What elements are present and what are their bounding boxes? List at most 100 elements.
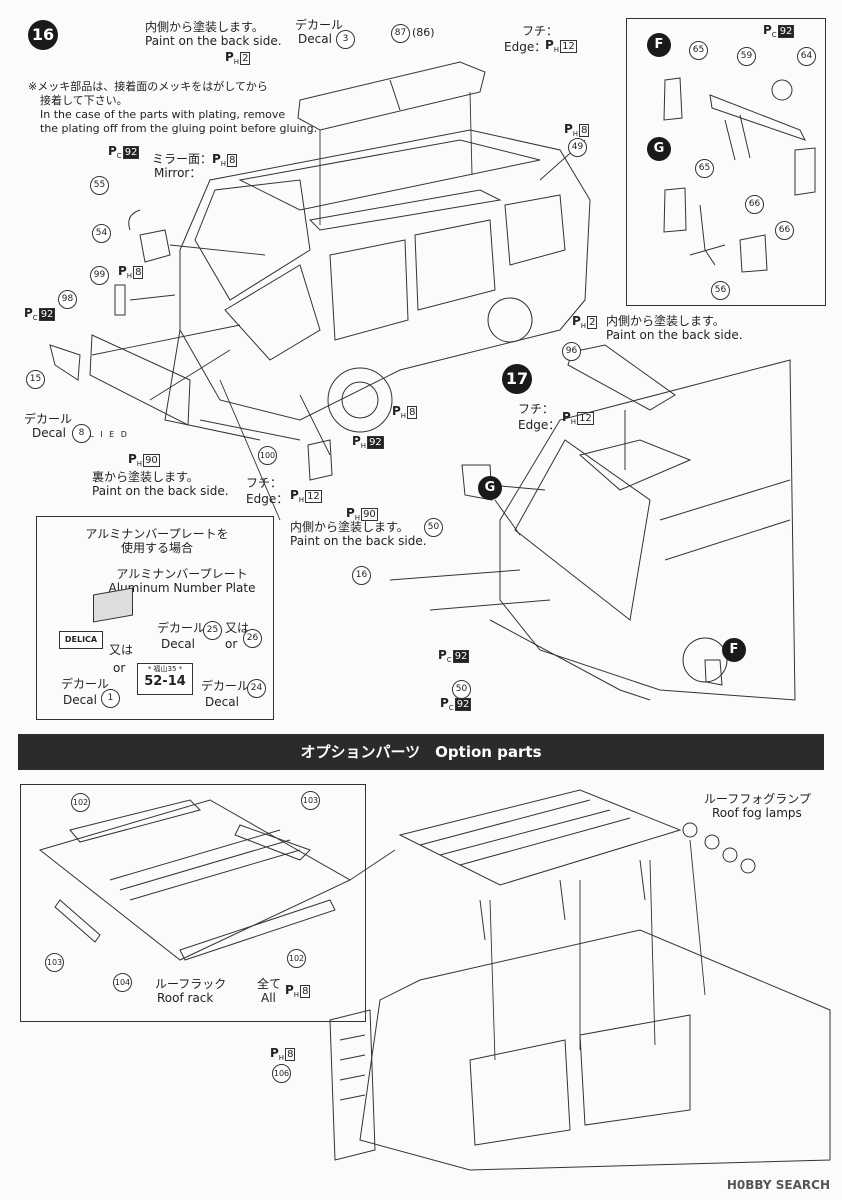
- bracket-drawing: [49, 344, 81, 381]
- decal3-label-jp: デカール: [295, 18, 344, 32]
- all-label-en: All: [261, 991, 276, 1005]
- rack-label-en: Roof rack: [157, 991, 214, 1005]
- mirror-F-drawing: [704, 659, 723, 686]
- rack-label-jp: ルーフラック: [155, 977, 227, 991]
- G-badge: G: [647, 137, 671, 161]
- decal24-en: Decal: [205, 695, 239, 709]
- part-86: (86): [412, 26, 435, 39]
- part-102b: 102: [287, 949, 306, 968]
- number-plate-decal: * 福山35 * 52-14: [137, 663, 193, 695]
- s17-edge-jp: フチ：: [518, 402, 555, 416]
- or-en-a: or: [113, 661, 126, 675]
- watermark: H0BBY SEARCH: [726, 1178, 830, 1192]
- or-jp-b: 又は: [225, 621, 250, 635]
- mirror-drawing: [128, 209, 171, 263]
- fog-label-en: Roof fog lamps: [712, 806, 802, 820]
- inset-title-jp2: 使用する場合: [120, 541, 193, 555]
- part-87: 87: [391, 24, 410, 43]
- plate-drawing: [89, 334, 191, 426]
- mirror-label-en: Mirror：: [154, 166, 202, 180]
- part-66b: 66: [775, 221, 794, 240]
- decal3-number: 3: [336, 30, 355, 49]
- top-paint-note-en: Paint on the back side.: [145, 34, 282, 48]
- plate-num-big: 52-14: [144, 674, 186, 689]
- edge2-label-en: Edge：: [246, 492, 289, 506]
- inside-paint-en: Paint on the back side.: [290, 534, 427, 548]
- inset-plate-jp: アルミナンバープレート: [116, 567, 248, 581]
- decal25-jp: デカール: [157, 621, 206, 635]
- delica-logo-decal: DELICA: [59, 631, 103, 649]
- decal1-jp: デカール: [61, 677, 110, 691]
- inside-paint-jp: 内側から塗装します。: [290, 520, 409, 534]
- part-64: 64: [797, 47, 816, 66]
- part-56: 56: [711, 281, 730, 300]
- part-59: 59: [737, 47, 756, 66]
- or-jp-a: 又は: [109, 643, 134, 657]
- part-100: 100: [258, 446, 277, 465]
- part-99: 99: [90, 266, 109, 285]
- part-50a: 50: [424, 518, 443, 537]
- aluminum-plate-shape: [93, 587, 133, 623]
- part-15: 15: [26, 370, 45, 389]
- decal25-en: Decal: [161, 637, 195, 651]
- decal1-number: 1: [101, 689, 120, 708]
- decal1-en: Decal: [63, 693, 97, 707]
- part-49: 49: [568, 138, 587, 157]
- s17-edge-en: Edge：: [518, 418, 561, 432]
- spoiler-drawing: [297, 61, 486, 131]
- plating-note-jp2: 接着して下さい。: [40, 94, 128, 107]
- decal3-label-en: Decal: [298, 32, 332, 46]
- taillamp-drawing: [307, 439, 333, 481]
- part-106: 106: [272, 1064, 291, 1083]
- part-96: 96: [562, 342, 581, 361]
- roof-rack-inset: 102 103 103 104 102 ルーフラック Roof rack 全て …: [20, 784, 366, 1022]
- part-103a: 103: [301, 791, 320, 810]
- edge-label-en: Edge：: [504, 40, 547, 54]
- s17-G-badge: G: [478, 476, 502, 500]
- step-17-badge: 17: [502, 364, 532, 394]
- bracket-G-drawing: [461, 464, 493, 501]
- aluminum-plate-inset: アルミナンバープレートを 使用する場合 アルミナンバープレート Aluminum…: [36, 516, 274, 720]
- or-en-b: or: [225, 637, 238, 651]
- part-16: 16: [352, 566, 371, 585]
- inset-plate-en: Aluminum Number Plate: [108, 581, 256, 595]
- part-66a: 66: [745, 195, 764, 214]
- plate-small-text: DEL I E D: [74, 430, 129, 439]
- fog-lamps-drawing: [682, 822, 756, 874]
- decal8-label-jp: デカール: [24, 412, 73, 426]
- part-104: 104: [113, 973, 132, 992]
- back-paint-en: Paint on the back side.: [92, 484, 229, 498]
- van-front-drawing: [389, 359, 796, 701]
- mirror-label-jp: ミラー面：: [152, 152, 213, 166]
- part-65a: 65: [689, 41, 708, 60]
- part-98: 98: [58, 290, 77, 309]
- fog-label-jp: ルーフフォグランプ: [704, 792, 811, 806]
- part-54: 54: [92, 224, 111, 243]
- part-103b: 103: [45, 953, 64, 972]
- decal25-number: 25: [203, 621, 222, 640]
- plate-num-small: * 福山35 *: [147, 665, 183, 673]
- back-paint-jp: 裏から塗装します。: [92, 470, 199, 484]
- option-arrows: [349, 839, 706, 1061]
- inset-title-jp1: アルミナンバープレートを: [85, 527, 229, 541]
- step-16-badge: 16: [28, 20, 58, 50]
- F-badge: F: [647, 33, 671, 57]
- option-parts-banner: オプションパーツ Option parts: [18, 734, 824, 770]
- plating-note-en1: In the case of the parts with plating, r…: [40, 108, 286, 121]
